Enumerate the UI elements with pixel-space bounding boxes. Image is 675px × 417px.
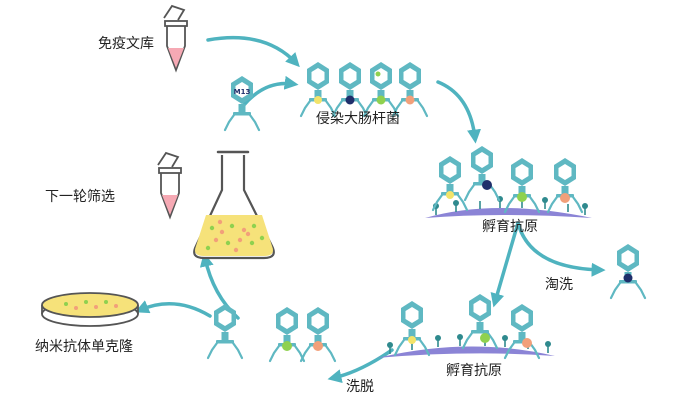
bacteria-dots: [205, 219, 265, 253]
incubation-label-top: 孵育抗原: [482, 219, 538, 235]
infection-phage-row: [299, 60, 429, 118]
arrow-incubation-to-elution: [327, 348, 394, 384]
immune-library-label: 免疫文库: [98, 36, 154, 52]
culture-flask: [193, 150, 275, 260]
arrow-elution-to-nanobody: [134, 300, 212, 318]
arrow-infection-to-incubation: [436, 80, 481, 144]
next-round-tube: [157, 151, 182, 220]
cycle-arrows: [134, 35, 606, 384]
antigen-incubation-top: [425, 144, 592, 218]
incubation-label-bottom: 孵育抗原: [446, 363, 502, 379]
arrow-incubation-to-wash: [490, 221, 520, 308]
m13-label: M13: [234, 88, 251, 96]
washed-phage: [609, 242, 647, 300]
arrow-library-to-infection: [206, 35, 300, 68]
m13-phage: M13: [223, 74, 261, 132]
antigen-incubation-bottom: [377, 292, 555, 360]
next-round-label: 下一轮筛选: [45, 189, 115, 205]
arrow-wash-branch: [516, 221, 606, 277]
arrow-m13-to-infection: [241, 75, 299, 108]
wash-label: 淘洗: [545, 277, 573, 293]
elution-label: 洗脱: [346, 379, 374, 395]
infection-label: 侵染大肠杆菌: [316, 111, 400, 127]
petri-dish: [41, 292, 139, 327]
immune-library-tube: [163, 4, 188, 73]
nanobody-label: 纳米抗体单克隆: [35, 339, 133, 355]
eluted-phages: [206, 302, 337, 363]
